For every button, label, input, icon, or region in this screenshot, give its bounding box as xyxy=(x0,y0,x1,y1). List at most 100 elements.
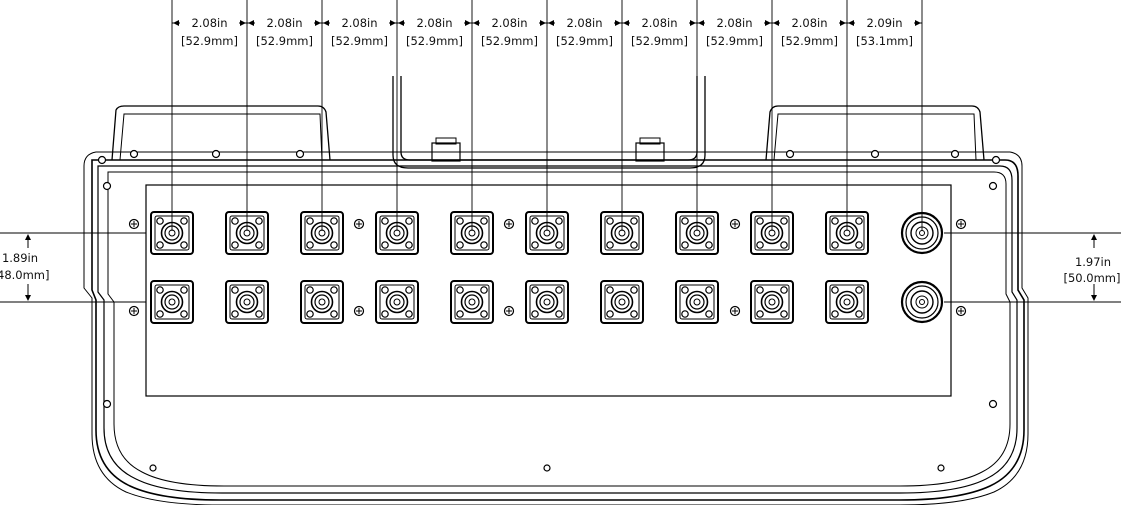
screw xyxy=(211,149,221,159)
square-connector xyxy=(450,280,494,324)
screw xyxy=(991,155,1001,165)
arrowhead xyxy=(615,20,621,26)
dimension-mm: [52.9mm] xyxy=(181,34,238,48)
panel-screws xyxy=(97,149,1001,472)
dimension-inches: 1.89in xyxy=(2,251,38,265)
square-connector xyxy=(750,280,794,324)
mount-hole xyxy=(149,464,157,472)
square-connector xyxy=(525,280,569,324)
dimension-mm: [52.9mm] xyxy=(256,34,313,48)
screw xyxy=(988,399,998,409)
square-connector xyxy=(375,280,419,324)
arrowhead xyxy=(25,234,31,240)
dimension-inches: 2.08in xyxy=(266,16,302,30)
dimension-inches: 2.08in xyxy=(791,16,827,30)
arrowhead xyxy=(623,20,629,26)
dimension-inches: 2.08in xyxy=(491,16,527,30)
screw xyxy=(128,305,140,317)
dimension-inches: 2.08in xyxy=(641,16,677,30)
screw xyxy=(870,149,880,159)
arrowhead xyxy=(248,20,254,26)
top-dimension-3: 2.08in [52.9mm] xyxy=(322,16,397,48)
screw xyxy=(729,218,741,230)
screw xyxy=(785,149,795,159)
top-dimension-10: 2.09in [53.1mm] xyxy=(847,16,922,48)
arrowhead xyxy=(323,20,329,26)
housing xyxy=(83,151,1029,505)
arrowhead xyxy=(465,20,471,26)
round-connector xyxy=(900,280,944,324)
screw xyxy=(102,181,112,191)
screw xyxy=(955,305,967,317)
dimension-mm: [53.1mm] xyxy=(856,34,913,48)
dimension-annotations: 2.08in [52.9mm] 2.08in [52.9mm] 2.08in [52.9m… xyxy=(0,0,1121,303)
dimension-inches: 2.08in xyxy=(191,16,227,30)
screw xyxy=(295,149,305,159)
dimension-mm: [52.9mm] xyxy=(781,34,838,48)
top-dimension-5: 2.08in [52.9mm] xyxy=(472,16,547,48)
arrowhead xyxy=(173,20,179,26)
arrowhead xyxy=(548,20,554,26)
arrowhead xyxy=(315,20,321,26)
square-connector xyxy=(150,280,194,324)
dimension-mm: [50.0mm] xyxy=(1064,271,1121,285)
arrowhead xyxy=(398,20,404,26)
screw xyxy=(129,149,139,159)
top-dimension-7: 2.08in [52.9mm] xyxy=(622,16,697,48)
arrowhead xyxy=(1091,234,1097,240)
square-connector xyxy=(750,211,794,255)
arrowhead xyxy=(540,20,546,26)
square-connector xyxy=(225,280,269,324)
screw xyxy=(128,218,140,230)
dimension-inches: 2.08in xyxy=(416,16,452,30)
dimension-inches: 2.09in xyxy=(866,16,902,30)
arrowhead xyxy=(848,20,854,26)
right-dimension: 1.97in [50.0mm] xyxy=(944,232,1121,303)
arrowhead xyxy=(698,20,704,26)
square-connector xyxy=(675,280,719,324)
dimension-mm: [52.9mm] xyxy=(331,34,388,48)
screw xyxy=(988,181,998,191)
screw xyxy=(97,155,107,165)
screw xyxy=(102,399,112,409)
screw xyxy=(353,218,365,230)
top-dimension-2: 2.08in [52.9mm] xyxy=(247,16,322,48)
arrowhead xyxy=(765,20,771,26)
top-dimension-9: 2.08in [52.9mm] xyxy=(772,16,847,48)
dimension-mm: [52.9mm] xyxy=(706,34,763,48)
arrowhead xyxy=(840,20,846,26)
dimension-inches: 2.08in xyxy=(341,16,377,30)
dimension-inches: 1.97in xyxy=(1075,255,1111,269)
arrowhead xyxy=(390,20,396,26)
screw xyxy=(503,218,515,230)
arrowhead xyxy=(915,20,921,26)
dimension-inches: 2.08in xyxy=(716,16,752,30)
mount-hole xyxy=(937,464,945,472)
top-dimension-4: 2.08in [52.9mm] xyxy=(397,16,472,48)
screw xyxy=(950,149,960,159)
arrowhead xyxy=(773,20,779,26)
dimension-inches: 2.08in xyxy=(566,16,602,30)
arrowhead xyxy=(25,295,31,301)
dimension-mm: [52.9mm] xyxy=(406,34,463,48)
screw xyxy=(353,305,365,317)
square-connector xyxy=(600,280,644,324)
top-dimension-6: 2.08in [52.9mm] xyxy=(547,16,622,48)
mount-hole xyxy=(543,464,551,472)
screw xyxy=(729,305,741,317)
screw xyxy=(955,218,967,230)
dimension-mm: [48.0mm] xyxy=(0,268,49,282)
top-brackets xyxy=(111,76,985,169)
dimension-mm: [52.9mm] xyxy=(556,34,613,48)
arrowhead xyxy=(473,20,479,26)
connector-array xyxy=(150,211,944,324)
dimension-mm: [52.9mm] xyxy=(481,34,538,48)
dimension-mm: [52.9mm] xyxy=(631,34,688,48)
arrowhead xyxy=(240,20,246,26)
square-connector xyxy=(825,280,869,324)
left-dimension: 1.89in [48.0mm] xyxy=(0,232,146,303)
square-connector xyxy=(300,280,344,324)
arrowhead xyxy=(690,20,696,26)
arrowhead xyxy=(1091,295,1097,301)
